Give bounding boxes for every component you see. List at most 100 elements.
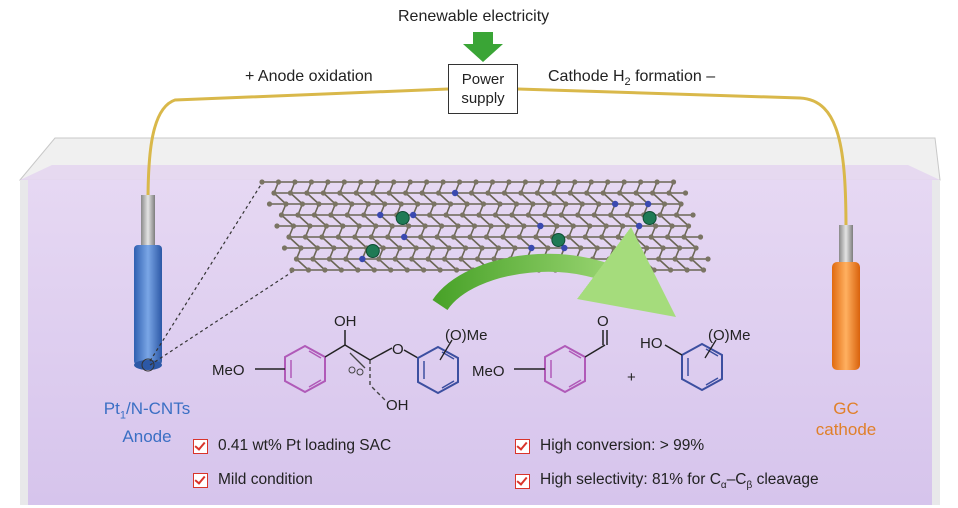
carbon-atom (605, 179, 611, 185)
graphene-bond (427, 258, 441, 271)
nitrogen-atom (561, 244, 568, 252)
cathode-sub: 2 (624, 76, 631, 89)
label-meo-left: MeO (212, 362, 245, 379)
graphene-bond (593, 214, 607, 227)
anode-name-main: Pt (103, 399, 120, 418)
carbon-atom (274, 223, 280, 229)
graphene-bond (355, 192, 369, 205)
carbon-atom (567, 190, 573, 196)
label-oh-top: OH (334, 313, 357, 330)
pt-single-atom (395, 211, 410, 225)
carbon-atom (521, 223, 527, 229)
graphene-bond (420, 236, 434, 249)
carbon-atom (575, 212, 581, 218)
carbon-atom (266, 201, 273, 207)
graphene-bond (354, 236, 368, 249)
carbon-atom (629, 201, 635, 207)
carbon-atom (596, 201, 602, 207)
carbon-atom (287, 190, 294, 196)
carbon-atom (617, 190, 623, 196)
carbon-atom (365, 201, 371, 207)
carbon-atom (459, 212, 466, 218)
carbon-atom (654, 179, 660, 185)
carbon-atom (500, 234, 506, 240)
carbon-atom (649, 190, 656, 196)
feature-high-selectivity: High selectivity: 81% for Cα–Cβ cleavage (515, 471, 819, 491)
carbon-atom (492, 212, 499, 218)
carbon-atom (534, 190, 540, 196)
carbon-atom (419, 190, 425, 196)
carbon-atom (666, 190, 672, 196)
carbon-atom (700, 267, 707, 273)
carbon-atom (551, 190, 557, 196)
carbon-atom (427, 212, 433, 218)
carbon-atom (627, 245, 633, 251)
label-ome-left: (O)Me (445, 327, 488, 344)
carbon-atom (374, 179, 380, 185)
carbon-atom (450, 234, 457, 240)
carbon-atom (530, 201, 536, 207)
carbon-atom (326, 256, 333, 262)
carbon-atom (669, 223, 675, 229)
carbon-atom (356, 223, 362, 229)
carbon-atom (697, 234, 704, 240)
carbon-atom (404, 267, 410, 273)
carbon-atom (397, 245, 403, 251)
carbon-atom (371, 267, 377, 273)
carbon-atom (325, 179, 331, 185)
graphene-bond (610, 214, 624, 227)
renewable-arrow-icon (463, 32, 503, 62)
carbon-atom (361, 212, 367, 218)
check-icon (515, 438, 530, 454)
label-o-bridge: O (392, 341, 404, 358)
feature-high-conversion: High conversion: > 99% (515, 437, 704, 455)
carbon-atom (681, 234, 687, 240)
carbon-atom (289, 267, 295, 273)
carbon-atom (316, 201, 322, 207)
carbon-atom (310, 256, 316, 262)
carbon-atom (435, 190, 442, 196)
graphene-bond (520, 192, 534, 205)
graphene-bond (304, 236, 318, 249)
graphene-bond (444, 258, 458, 271)
carbon-atom (684, 267, 690, 273)
graphene-bond (289, 192, 303, 205)
nitrogen-atom (611, 200, 619, 208)
anode-name-sub: 1 (119, 409, 126, 422)
reaction-arrow-icon (432, 227, 677, 317)
nitrogen-atom (409, 211, 417, 219)
graphene-bond (460, 258, 474, 271)
carbon-atom (512, 245, 518, 251)
graphene-bond (619, 192, 633, 205)
carbon-atom (295, 212, 301, 218)
cathode-electrode (832, 225, 860, 370)
carbon-atom (632, 234, 638, 240)
carbon-atom (479, 245, 485, 251)
graphene-bond (273, 192, 287, 205)
carbon-atom (299, 201, 306, 207)
graphene-bond (502, 236, 516, 249)
carbon-atom (615, 234, 621, 240)
label-plus: + (627, 369, 636, 386)
nitrogen-atom (377, 211, 384, 219)
carbon-atom (349, 201, 355, 207)
carbon-atom (624, 212, 630, 218)
graphene-bond (322, 192, 336, 205)
carbon-atom (570, 223, 576, 229)
carbon-atom (398, 201, 404, 207)
carbon-atom (454, 267, 460, 273)
carbon-atom (323, 223, 329, 229)
carbon-atom (407, 179, 413, 185)
product-molecules: O MeO + HO (O)Me (472, 313, 751, 394)
carbon-atom (657, 212, 663, 218)
carbon-atom (413, 245, 419, 251)
feature-text: High selectivity: 81% for Cα–Cβ cleavage (540, 471, 819, 491)
carbon-atom (525, 212, 532, 218)
carbon-atom (439, 223, 445, 229)
anode-oxidation-label: + Anode oxidation (245, 68, 373, 85)
sel-sub-beta: β (746, 480, 753, 492)
carbon-atom (298, 245, 304, 251)
carbon-atom (558, 212, 564, 218)
carbon-atom (588, 179, 594, 185)
